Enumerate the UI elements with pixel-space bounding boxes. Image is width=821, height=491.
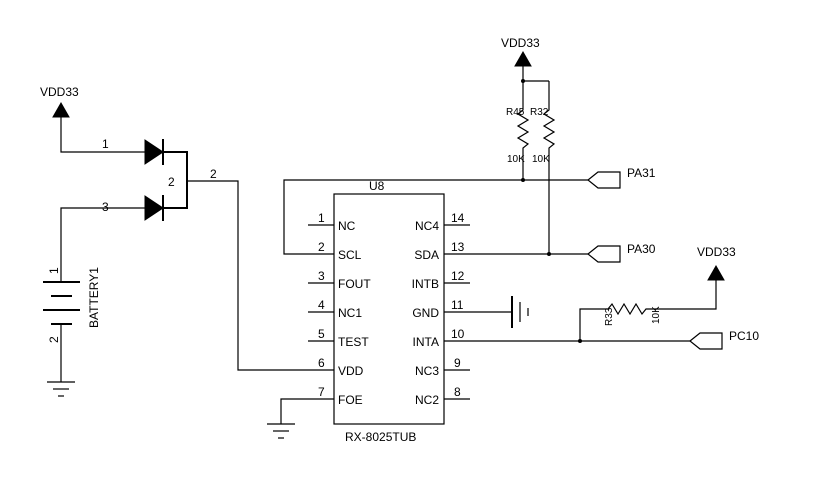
vdd-right-arrow <box>707 264 725 281</box>
pin-10-num: 10 <box>451 327 465 341</box>
foe-ground-wire <box>280 398 308 424</box>
ground-symbol-pin11 <box>470 296 529 328</box>
pin-8-name: NC2 <box>415 393 439 407</box>
resistor-r45 <box>516 81 530 180</box>
chip-left-pins: 1 2 3 4 5 6 7 NC SCL FOUT NC1 TEST VDD F… <box>308 211 371 407</box>
r33-value: 10K <box>651 306 662 324</box>
pin-14-num: 14 <box>451 211 465 225</box>
vdd33-right-label: VDD33 <box>697 245 736 259</box>
vdd33-left-label: VDD33 <box>40 85 79 99</box>
vdd-net-wire <box>187 180 308 371</box>
vdd-left-arrow <box>52 101 70 118</box>
port-pa31-label: PA31 <box>627 166 656 180</box>
pin-1-num: 1 <box>318 211 325 225</box>
pin-5-num: 5 <box>318 327 325 341</box>
pin-7-num: 7 <box>318 385 325 399</box>
port-pa31 <box>587 171 621 189</box>
chip-body <box>333 193 445 425</box>
battery-pin-neg: 2 <box>47 336 61 343</box>
pin-3-name: FOUT <box>338 277 371 291</box>
vdd33-top-label: VDD33 <box>501 36 540 50</box>
pin-8-num: 8 <box>454 385 461 399</box>
pin-1-name: NC <box>338 219 356 233</box>
pin-11-num: 11 <box>451 298 464 312</box>
pin-3-num: 3 <box>318 269 325 283</box>
resistor-r32 <box>542 81 556 254</box>
r33-ref: R33 <box>604 307 615 326</box>
resistor-r33 <box>579 280 717 341</box>
chip-part-number: RX-8025TUB <box>345 430 416 444</box>
diode1-anode-pin: 1 <box>102 137 109 151</box>
pin-11-name: GND <box>412 306 439 320</box>
pin-13-name: SDA <box>414 248 439 262</box>
pin-14-name: NC4 <box>415 219 439 233</box>
port-pa30 <box>587 245 621 263</box>
pin-2-name: SCL <box>338 248 362 262</box>
pin-9-name: NC3 <box>415 364 439 378</box>
chip-right-pins: 14 13 12 11 10 9 8 NC4 SDA INTB GND INTA… <box>412 211 470 407</box>
chip-ref: U8 <box>369 179 385 193</box>
pin-12-num: 12 <box>451 269 465 283</box>
vdd-net-pin: 2 <box>210 167 217 181</box>
vdd-top-arrow <box>514 50 532 67</box>
pin-9-num: 9 <box>454 356 461 370</box>
ground-symbol-foe <box>267 423 295 439</box>
pin-5-name: TEST <box>338 335 369 349</box>
r45-value: 10K <box>507 154 525 165</box>
port-pa30-label: PA30 <box>627 242 656 256</box>
pin-4-num: 4 <box>318 298 325 312</box>
ground-symbol-battery <box>47 381 75 397</box>
scl-net-wire <box>283 179 588 255</box>
diode1-symbol <box>144 139 164 165</box>
pin-12-name: INTB <box>412 277 439 291</box>
pin-4-name: NC1 <box>338 306 362 320</box>
r45-ref: R45 <box>506 107 525 118</box>
pin-6-name: VDD <box>338 364 364 378</box>
diode-junction-pin: 2 <box>168 175 175 189</box>
diode2-anode-pin: 3 <box>102 200 109 214</box>
battery-positive-wire <box>60 207 140 282</box>
battery-ref: BATTERY1 <box>87 267 101 328</box>
battery-pin-pos: 1 <box>47 267 61 274</box>
pin-6-num: 6 <box>318 356 325 370</box>
pin-7-name: FOE <box>338 393 363 407</box>
pin-10-name: INTA <box>413 335 439 349</box>
port-pc10-label: PC10 <box>729 329 759 343</box>
diode-cathode-junction <box>163 151 188 209</box>
pin-2-num: 2 <box>318 240 325 254</box>
diode2-symbol <box>144 195 164 221</box>
r32-ref: R32 <box>530 107 549 118</box>
pin-13-num: 13 <box>451 240 465 254</box>
vdd-left-wire <box>60 117 140 153</box>
r32-value: 10K <box>532 154 550 165</box>
port-pc10 <box>689 332 723 350</box>
